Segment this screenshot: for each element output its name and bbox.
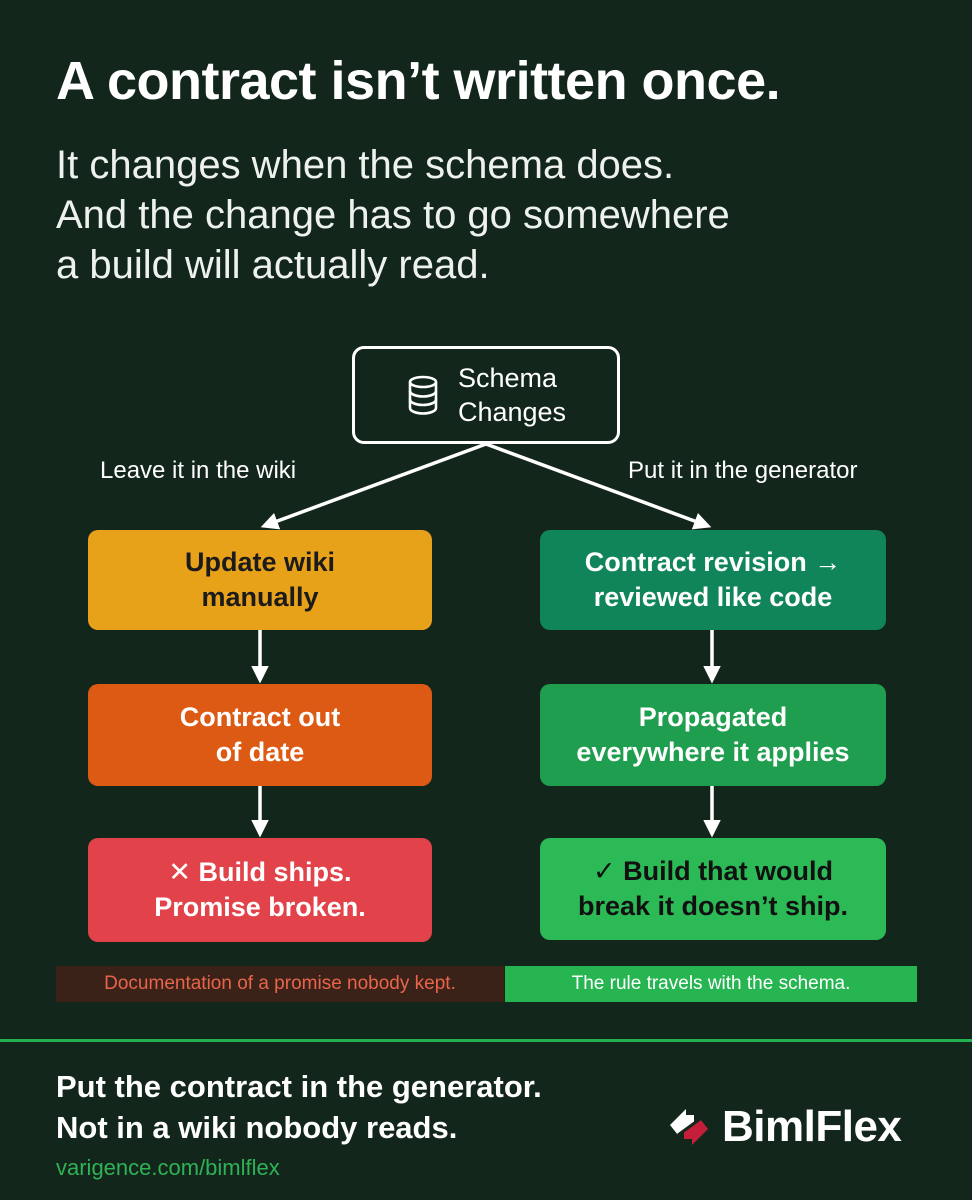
database-icon: [408, 375, 438, 415]
schema-changes-label: Schema Changes: [457, 363, 567, 427]
left-step-build-ships: ✕ Build ships. Promise broken.: [88, 838, 432, 942]
schema-changes-node: Schema Changes: [352, 346, 620, 444]
connector-root-left: [260, 442, 487, 530]
left-branch-label: Leave it in the wiki: [100, 457, 297, 484]
subtitle-line: It changes when the schema does.: [56, 143, 675, 187]
footer-cta: Put the contract in the generator. Not i…: [56, 1069, 542, 1145]
right-branch-footnote: The rule travels with the schema.: [505, 966, 917, 1002]
footer-divider: [0, 1039, 972, 1042]
subtitle-line: a build will actually read.: [56, 243, 490, 287]
right-step-propagated: Propagated everywhere it applies: [540, 684, 886, 786]
footer-url-link[interactable]: varigence.com/bimlflex: [56, 1155, 280, 1180]
connector-root-right: [485, 442, 712, 530]
brand-logo: BimlFlex: [664, 1095, 920, 1159]
bimlflex-logo-icon: [670, 1109, 708, 1145]
left-step-contract-out-of-date: Contract out of date: [88, 684, 432, 786]
subtitle-line: And the change has to go somewhere: [56, 193, 730, 237]
right-branch-label: Put it in the generator: [628, 457, 858, 484]
page-subtitle: It changes when the schema does. And the…: [56, 140, 936, 290]
brand-name: BimlFlex: [722, 1102, 902, 1151]
right-step-build-blocked: ✓ Build that would break it doesn’t ship…: [540, 838, 886, 940]
left-step-update-wiki: Update wiki manually: [88, 530, 432, 630]
page-title: A contract isn’t written once.: [56, 51, 781, 111]
left-branch-footnote: Documentation of a promise nobody kept.: [56, 966, 504, 1002]
right-step-contract-revision: Contract revision → reviewed like code: [540, 530, 886, 630]
